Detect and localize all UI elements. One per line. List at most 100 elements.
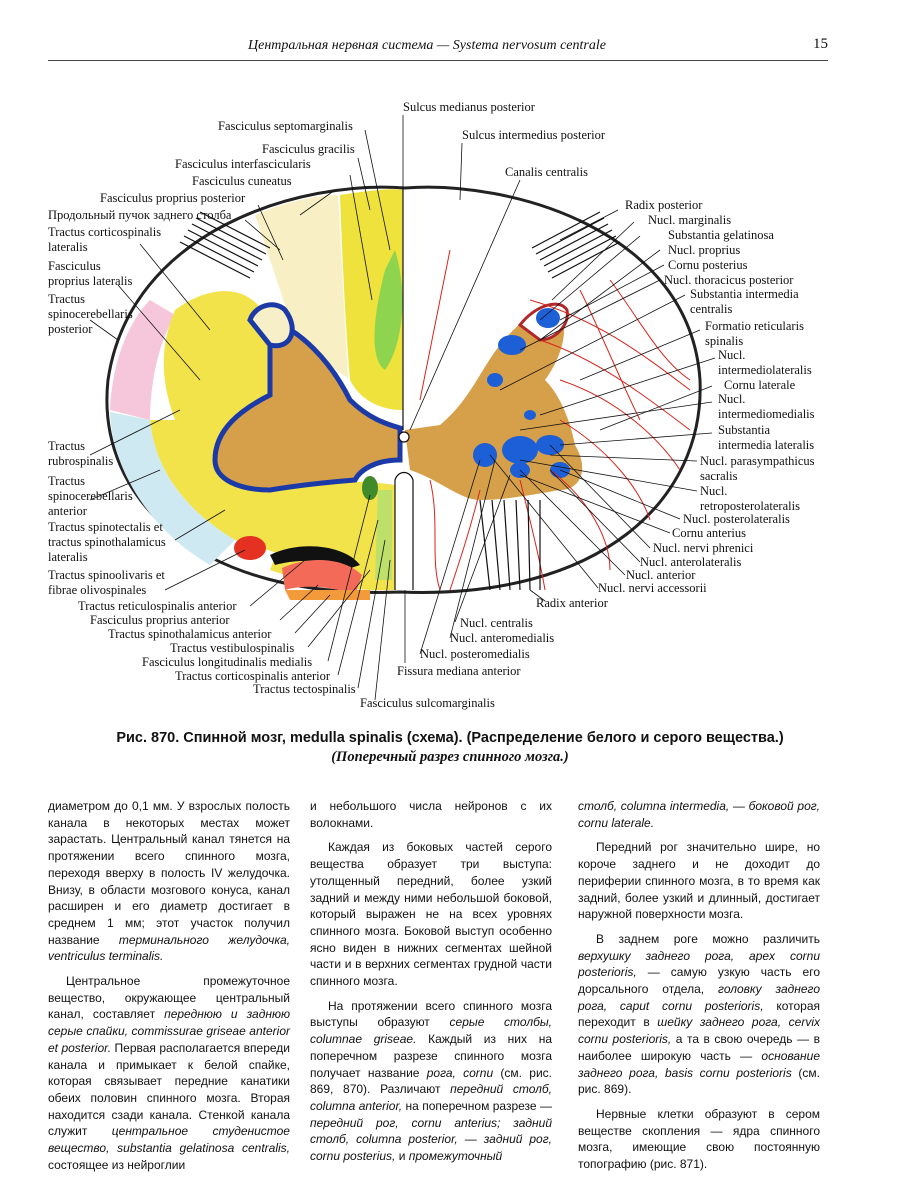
italic-term: переднюю и заднюю серые спайки, commissu… [48, 1007, 291, 1055]
tract-spinothal-ant [285, 590, 370, 600]
text-run: — [464, 1132, 477, 1147]
label-posteromed: Nucl. posteromedialis [420, 647, 530, 661]
label-proprius-lat-2: proprius lateralis [48, 274, 132, 288]
label-canalis: Canalis centralis [505, 165, 588, 179]
label-radix-post: Radix posterior [625, 198, 703, 212]
label-thoracicus: Nucl. thoracicus posterior [664, 273, 794, 287]
septomarginal-green [374, 250, 403, 370]
label-proprius-lat-1: Fasciculus [48, 259, 101, 273]
label-corticosp-lat-1: Tractus corticospinalis [48, 225, 161, 239]
label-anterior: Nucl. anterior [626, 568, 696, 582]
page-number: 15 [813, 36, 828, 52]
long-medial [362, 476, 378, 500]
paragraph: На протяжении всего спинного мозга высту… [310, 998, 552, 1165]
italic-term: передний рог, cornu anterius; задний сто… [310, 1115, 552, 1147]
label-phrenici: Nucl. nervi phrenici [653, 541, 754, 555]
label-gelatinosa: Substantia gelatinosa [668, 228, 774, 242]
running-header: Центральная нервная система — Systema ne… [48, 34, 828, 61]
label-tectospinalis: Tractus tectospinalis [253, 682, 356, 696]
label-radix-ant: Radix anterior [536, 596, 609, 610]
italic-term: столб, columna intermedia, [578, 799, 730, 813]
italic-term: основание заднего рога, basis cornu post… [578, 1048, 820, 1080]
roots-posterior [179, 211, 621, 279]
label-sil-1: Substantia [718, 423, 771, 437]
tract-spinocerebellar-posterior [110, 300, 175, 420]
text-column-1: диаметром до 0,1 мм. У взрослых полость … [48, 798, 290, 1181]
text-run: На протяжении всего спинного мозга высту… [310, 998, 552, 1030]
text-run: Каждая из боковых частей серого вещества… [310, 840, 552, 989]
label-retro-1: Nucl. [700, 484, 727, 498]
text-run: и [398, 1149, 406, 1164]
paragraph: Центральное промежуточное вещество, окру… [48, 973, 290, 1173]
label-tecto-3: lateralis [48, 550, 88, 564]
label-anterolat: Nucl. anterolateralis [640, 555, 741, 569]
text-run: Каждый из них на поперечном разрезе спин… [310, 1032, 552, 1080]
dorsal-horn-tip [247, 302, 295, 349]
label-rubro-2: rubrospinalis [48, 454, 113, 468]
tract-proprius-ant [282, 559, 362, 595]
tract-spinocerebellar-anterior [110, 412, 235, 565]
text-run: которая переходит в [578, 998, 820, 1030]
italic-term: шейку заднего рога, cervix cornu posteri… [578, 1015, 820, 1047]
label-parasym-1: Nucl. parasympathicus [700, 454, 815, 468]
fasciculus-cuneatus [255, 195, 348, 378]
paragraph: и небольшого числа нейронов с их волокна… [310, 798, 552, 831]
label-spinothal-ant: Tractus spinothalamicus anterior [108, 627, 272, 641]
italic-term: центральное студенистое вещество, substa… [48, 1124, 290, 1156]
label-sil-2: intermedia lateralis [718, 438, 814, 452]
italic-term: терминального желудочка, ventriculus ter… [48, 932, 290, 964]
label-centralis: Nucl. centralis [460, 616, 533, 630]
text-run: Центральное промежуточное вещество, окру… [48, 974, 290, 1022]
figure-caption-line2: (Поперечный разрез спинного мозга.) [331, 749, 569, 765]
label-posterolat: Nucl. posterolateralis [683, 512, 790, 526]
label-proprius-ant: Fasciculus proprius anterior [90, 613, 230, 627]
tract-vestibulospinal [375, 490, 392, 580]
italic-term: серые столбы, columnae griseae. [310, 1015, 553, 1047]
label-scb-ant-1: Tractus [48, 474, 85, 488]
label-anteromed: Nucl. anteromedialis [450, 631, 554, 645]
label-tecto-2: tractus spinothalamicus [48, 535, 166, 549]
text-run: (см. рис. 869). [578, 1065, 820, 1097]
label-corticosp-ant: Tractus corticospinalis anterior [175, 669, 331, 683]
italic-term: промежуточный [408, 1149, 503, 1164]
label-scb-ant-3: anterior [48, 504, 88, 518]
italic-term: рога, cornu [426, 1065, 494, 1080]
figure-caption-line1: Рис. 870. Спинной мозг, medulla spinalis… [116, 730, 784, 746]
pointer-lines [89, 115, 716, 701]
text-run: Первая располагается впереди канала и пр… [48, 1040, 290, 1139]
label-formatio-1: Formatio reticularis [705, 319, 804, 333]
spinal-cord-diagram: Sulcus medianus posterior Sulcus interme… [48, 100, 815, 710]
text-run: на поперечном разрезе — [405, 1098, 552, 1113]
label-formatio-2: spinalis [705, 334, 743, 348]
tract-corticospinal-lateral [163, 291, 270, 420]
header-title: Центральная нервная система — Systema ne… [248, 38, 606, 53]
label-septomarg: Fasciculus septomarginalis [218, 119, 353, 133]
label-retro-2: retroposterolateralis [700, 499, 800, 513]
text-run: а та в свою очередь — в наиболее широкую… [578, 1032, 820, 1063]
label-cuneatus: Fasciculus cuneatus [192, 174, 292, 188]
label-interfasc: Fasciculus interfascicularis [175, 157, 311, 171]
label-sulcomarg: Fasciculus sulcomarginalis [360, 696, 495, 710]
nuclei-right [473, 308, 570, 478]
label-cornu-ant: Cornu anterius [672, 526, 746, 540]
label-olivo-2: fibrae olivospinales [48, 583, 146, 597]
roots-anterior [479, 499, 541, 591]
paragraph: диаметром до 0,1 мм. У взрослых полость … [48, 798, 290, 965]
text-run: Передний рог значительно шире, но короче… [578, 840, 820, 922]
italic-term: задний рог, cornu posterius, [310, 1132, 552, 1164]
label-cornu-lat: Cornu laterale [724, 378, 796, 392]
canalis-centralis [398, 431, 410, 443]
label-parasym-2: sacralis [700, 469, 738, 483]
label-vestibulo: Tractus vestibulospinalis [170, 641, 294, 655]
text-run: и небольшого числа нейронов с их волокна… [310, 799, 552, 830]
italic-term: передний столб, columna anterior, [310, 1082, 552, 1113]
label-marginalis: Nucl. marginalis [648, 213, 731, 227]
label-interlat-1: Nucl. [718, 348, 745, 362]
tract-spinoolivary [234, 536, 266, 560]
paragraph: Каждая из боковых частей серого вещества… [310, 839, 552, 989]
red-fibers [419, 249, 691, 591]
label-prodolny: Продольный пучок заднего столба [48, 208, 232, 222]
label-subst-int-2: centralis [690, 302, 732, 316]
label-subst-int-1: Substantia intermedia [690, 287, 799, 301]
label-scb-post-1: Tractus [48, 292, 85, 306]
